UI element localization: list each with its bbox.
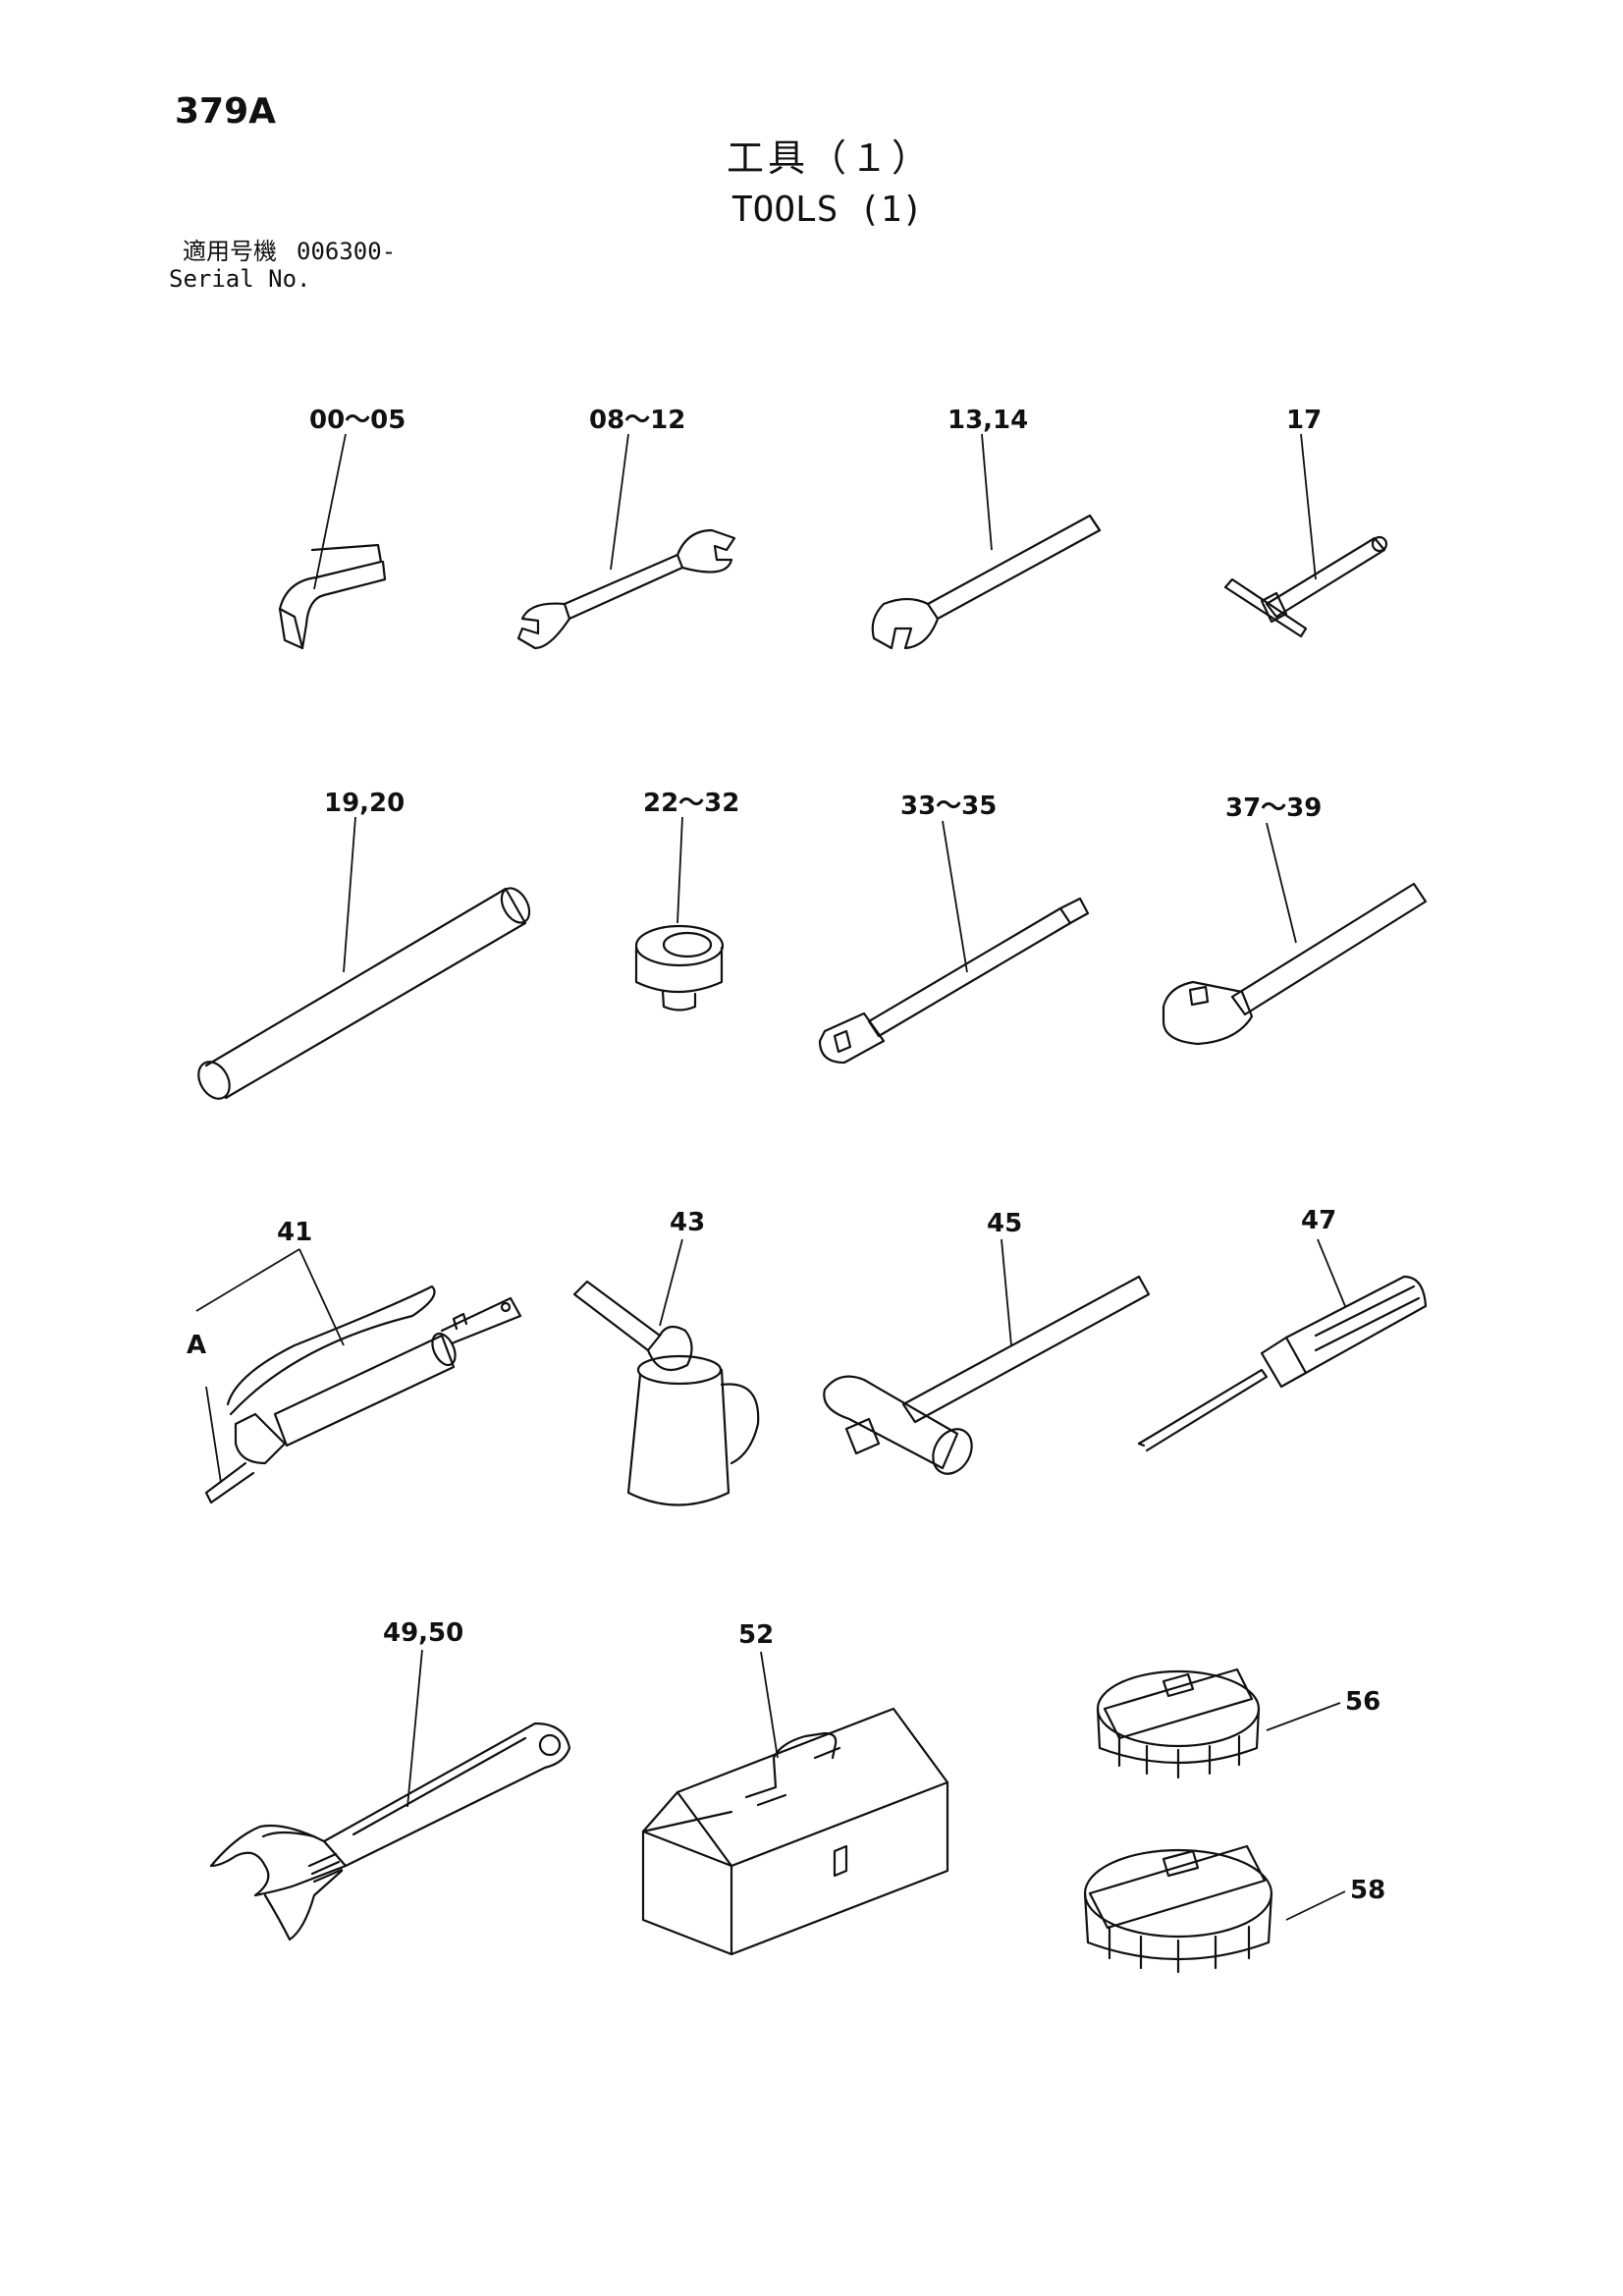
- callout-label: 49,50: [383, 1618, 464, 1648]
- hex-key-icon: [278, 543, 387, 650]
- page-title-japanese: 工具（１）: [727, 137, 934, 180]
- grease-gun-icon: [204, 1285, 522, 1504]
- page-number: 379A: [175, 91, 277, 132]
- callout-label: 37～39: [1225, 793, 1323, 823]
- pipe-extension-icon: [197, 887, 531, 1100]
- callout-label: 19,20: [324, 789, 406, 818]
- ratchet-handle-icon: [1162, 882, 1428, 1046]
- callout-label: A: [187, 1331, 207, 1360]
- t-handle-wrench-icon: [1223, 535, 1388, 638]
- callout-label: 47: [1301, 1206, 1337, 1235]
- callout-label: 41: [277, 1218, 313, 1247]
- callout-label: 22～32: [643, 789, 740, 818]
- adjustable-wrench-icon: [209, 1722, 571, 1941]
- callout-label: 33～35: [900, 792, 998, 821]
- serial-label-english: Serial No.: [169, 265, 311, 293]
- callout-label: 52: [738, 1620, 775, 1650]
- socket-icon: [634, 924, 725, 1011]
- extension-bar-icon: [818, 897, 1090, 1065]
- page-title-english: TOOLS (1): [731, 190, 924, 230]
- callout-label: 00～05: [309, 406, 406, 435]
- callout-label: 43: [670, 1208, 706, 1237]
- callout-label: 08～12: [589, 406, 686, 435]
- leader-lines: [195, 433, 1346, 1921]
- hammer-icon: [823, 1275, 1151, 1475]
- double-open-wrench-icon: [516, 528, 736, 650]
- callout-label: 17: [1286, 406, 1323, 435]
- open-end-wrench-icon: [871, 514, 1102, 650]
- callout-label: 56: [1345, 1687, 1381, 1717]
- serial-number-value: 006300-: [297, 238, 397, 265]
- tool-box-icon: [641, 1707, 949, 1956]
- callout-label: 13,14: [947, 406, 1029, 435]
- filter-wrench-icon: [1083, 1844, 1273, 1974]
- callout-label: 58: [1350, 1876, 1386, 1905]
- screwdriver-icon: [1137, 1275, 1428, 1452]
- serial-label-japanese: 適用号機: [183, 238, 277, 265]
- oil-can-icon: [572, 1280, 760, 1506]
- callout-label: 45: [987, 1209, 1023, 1238]
- filter-wrench-icon: [1096, 1667, 1261, 1779]
